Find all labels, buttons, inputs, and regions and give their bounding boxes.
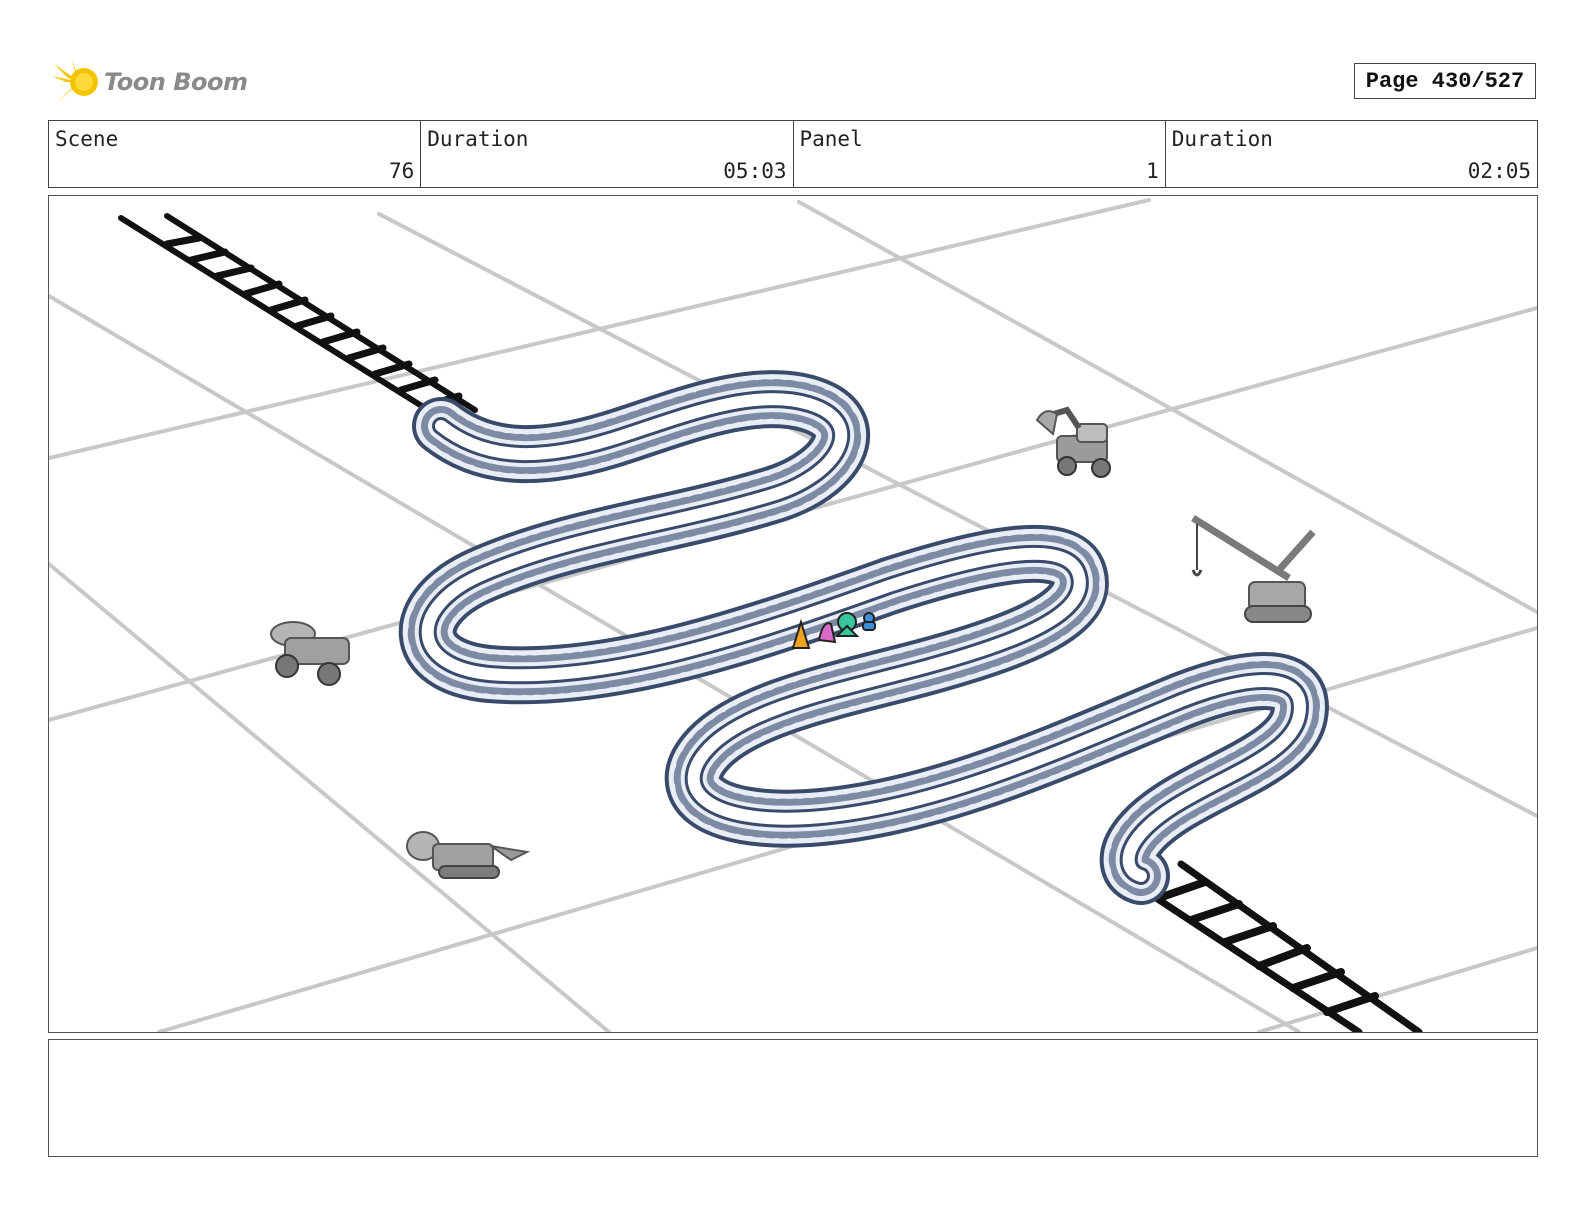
scene-duration-label: Duration: [427, 127, 529, 151]
panel-label: Panel: [799, 127, 863, 151]
rail-top-left: [118, 213, 478, 421]
panel-notes-box: [48, 1039, 1538, 1157]
logo-text: Toon Boom: [104, 68, 248, 96]
panel-drawing: [49, 198, 1537, 1032]
panel-duration-value: 02:05: [1467, 159, 1531, 183]
scene-duration-cell: Duration 05:03: [421, 121, 794, 187]
character-pink: [817, 622, 837, 644]
bulldozer-icon: [406, 831, 531, 879]
scene-cell: Scene 76: [49, 121, 422, 187]
scene-label: Scene: [55, 127, 119, 151]
toon-boom-logo: Toon Boom: [50, 56, 250, 108]
dump-truck-icon: [270, 621, 350, 686]
logo-sun-icon: [52, 60, 98, 102]
storyboard-panel-image: [48, 195, 1538, 1033]
scene-duration-value: 05:03: [723, 159, 787, 183]
panel-duration-label: Duration: [1171, 127, 1273, 151]
rail-bottom-right: [1131, 860, 1423, 1032]
characters-group: [791, 612, 876, 649]
panel-duration-cell: Duration 02:05: [1166, 121, 1537, 187]
excavator-icon: [1035, 406, 1111, 478]
scene-value: 76: [388, 159, 415, 183]
crane-icon: [1191, 515, 1316, 623]
character-orange: [791, 618, 811, 649]
panel-cell: Panel 1: [794, 121, 1166, 187]
scene-info-table: Scene 76 Duration 05:03 Panel 1 Duration…: [48, 120, 1538, 188]
winding-track: [398, 370, 1329, 905]
panel-value: 1: [1146, 159, 1159, 183]
page-indicator: Page 430/527: [1354, 63, 1536, 99]
